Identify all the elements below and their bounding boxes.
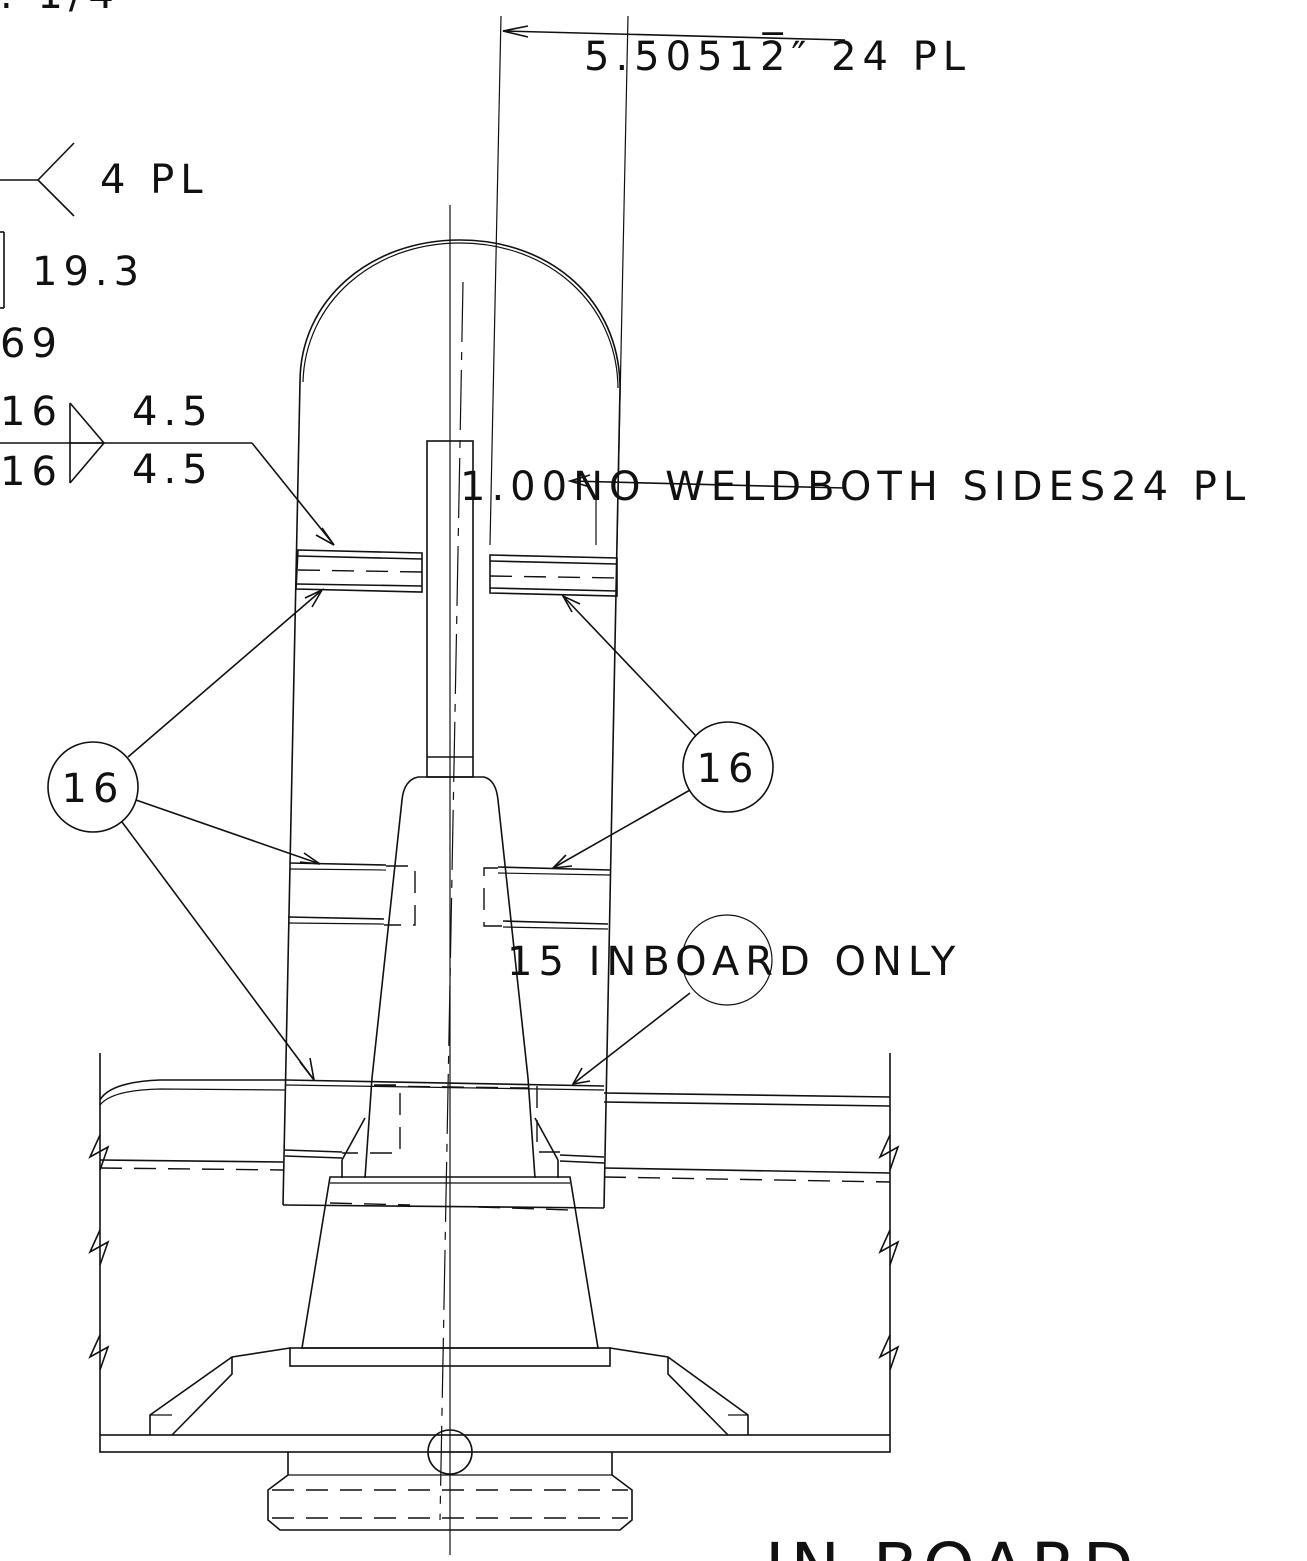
partial-69-text: 69 [0,321,63,367]
item-bubble-inboard-15 [681,914,773,1006]
weld-size-bottom-text: 4.5 [132,447,214,493]
base-boss [99,1176,891,1453]
item-bubble-right-label: 16 [697,746,760,792]
item-bubble-left-label: 16 [62,766,125,812]
inboard-note-text: 15 INBOARD ONLY [507,939,961,985]
item-bubble-right-16 [682,721,774,813]
box-value-text: 19.3 [32,249,145,295]
item-bubble-left-16 [47,741,139,833]
bottom-hub [267,1429,633,1531]
spindle [364,440,536,1179]
outer-shell [88,1053,900,1435]
leader-lines [121,474,846,1086]
no-weld-note-text: 1.00NO WELDBOTH SIDES24 PL [460,464,1251,510]
lower-ribs [284,1079,605,1178]
housing-outline [282,239,621,1209]
weld-size-top-text: 4.5 [132,389,214,435]
center-line [439,281,464,1521]
four-pl-text: 4 PL [100,157,209,203]
weld-left-bottom-text: 16 [0,449,63,495]
top-left-fragment-text: . 1/4 [0,0,120,18]
fillet-weld-symbol [0,402,335,546]
view-label-text: IN BOARD [765,1529,1140,1561]
four-pl-weld-symbol [0,142,75,217]
upper-ribs [295,549,618,597]
dimension-text: 5.50512̅″ 24 PL [584,32,971,80]
middle-ribs [287,862,611,930]
weld-left-top-text: 16 [0,389,63,435]
